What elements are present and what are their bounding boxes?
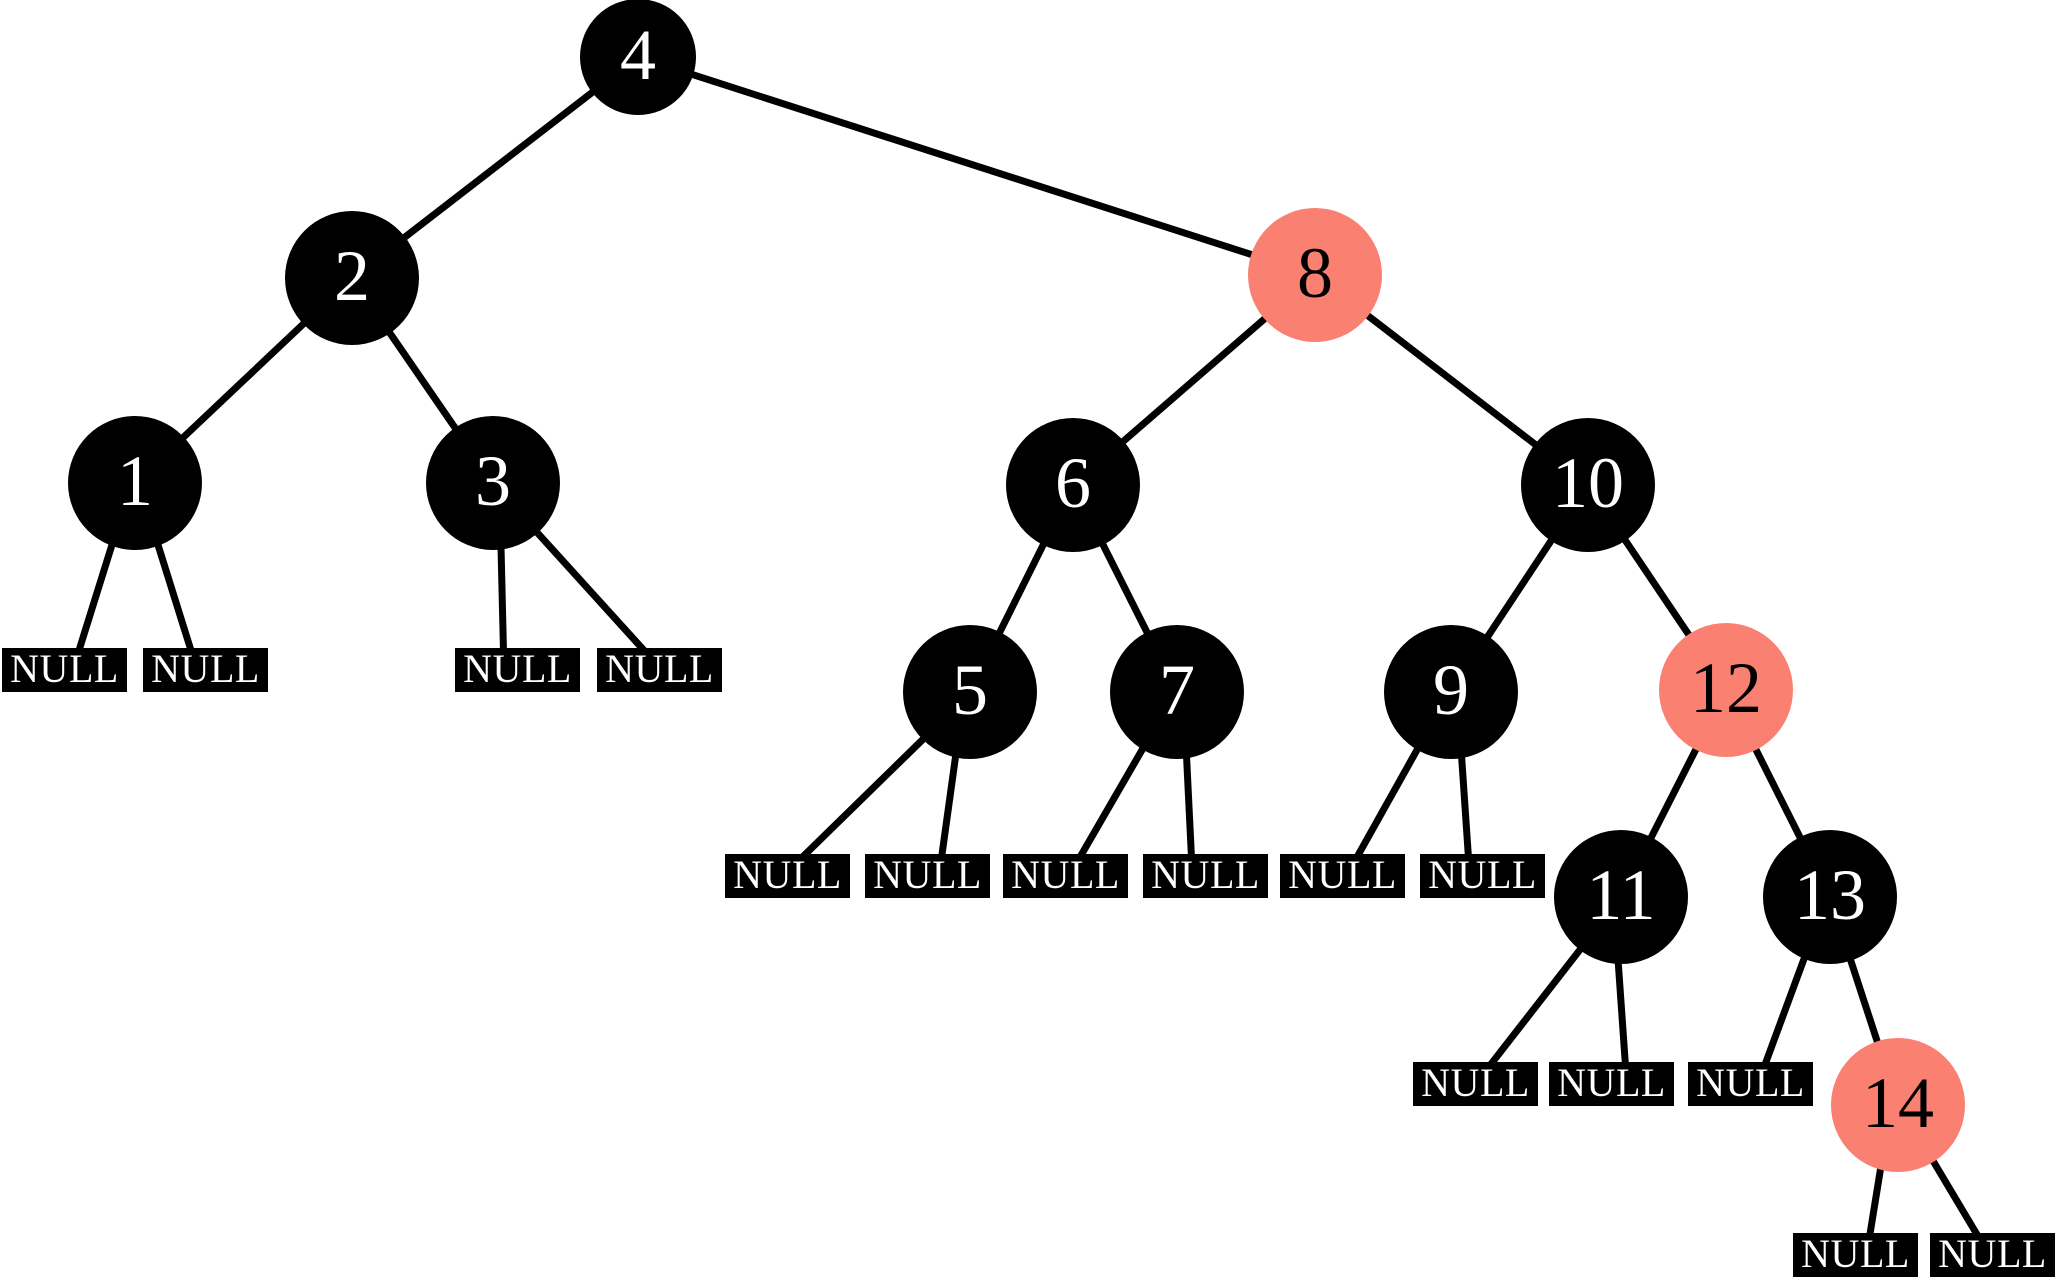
tree-node-1[interactable]: 1 xyxy=(68,416,202,550)
tree-node-label: 13 xyxy=(1794,855,1866,935)
tree-null-leaf: NULL xyxy=(143,648,268,692)
tree-node-12[interactable]: 12 xyxy=(1659,623,1793,757)
tree-edge-n5-b5 xyxy=(799,732,930,861)
tree-edge-n11-b12 xyxy=(1614,957,1629,1067)
tree-node-7[interactable]: 7 xyxy=(1110,625,1244,759)
tree-null-leaf-label: NULL xyxy=(1428,852,1537,897)
tree-null-leaf-label: NULL xyxy=(1696,1060,1805,1105)
tree-edge-n14-b15 xyxy=(1927,1154,1982,1239)
tree-node-2[interactable]: 2 xyxy=(285,211,419,345)
tree-null-leaf-label: NULL xyxy=(1151,852,1260,897)
tree-null-leaf-label: NULL xyxy=(1288,852,1397,897)
tree-null-leaf-label: NULL xyxy=(1557,1060,1666,1105)
tree-null-leaf-label: NULL xyxy=(1421,1060,1530,1105)
tree-null-leaf-label: NULL xyxy=(1938,1231,2047,1276)
tree-edge-n1-b1 xyxy=(75,539,117,654)
tree-edge-n3-b4 xyxy=(530,526,649,655)
tree-node-label: 1 xyxy=(117,441,153,521)
tree-node-label: 12 xyxy=(1690,648,1762,728)
tree-edge-n14-b14 xyxy=(1866,1163,1885,1238)
tree-null-leaf-label: NULL xyxy=(151,646,260,691)
tree-null-leaf: NULL xyxy=(597,648,722,692)
tree-null-leaf: NULL xyxy=(455,648,580,692)
tree-edge-n6-n7 xyxy=(1097,537,1153,640)
tree-null-leaf: NULL xyxy=(1413,1062,1538,1106)
tree-node-label: 11 xyxy=(1586,855,1656,935)
tree-null-leaf: NULL xyxy=(1003,854,1128,898)
tree-null-leaf-label: NULL xyxy=(605,646,714,691)
tree-edge-n7-b7 xyxy=(1076,742,1149,860)
tree-null-leaf: NULL xyxy=(2,648,127,692)
tree-null-leaf: NULL xyxy=(1930,1233,2055,1277)
tree-edge-n8-n10 xyxy=(1361,309,1542,451)
tree-node-11[interactable]: 11 xyxy=(1554,830,1688,964)
tree-node-label: 10 xyxy=(1552,443,1624,523)
tree-null-leaf: NULL xyxy=(1143,854,1268,898)
tree-edge-n13-b13 xyxy=(1761,951,1810,1068)
tree-edge-n6-n5 xyxy=(994,538,1049,639)
tree-node-3[interactable]: 3 xyxy=(426,416,560,550)
tree-null-leaf-label: NULL xyxy=(733,852,842,897)
tree-node-8[interactable]: 8 xyxy=(1248,208,1382,342)
tree-node-5[interactable]: 5 xyxy=(903,625,1037,759)
tree-node-label: 2 xyxy=(334,236,370,316)
tree-edge-n3-b3 xyxy=(497,543,507,653)
tree-edge-n10-n9 xyxy=(1481,533,1558,644)
tree-null-leaf-label: NULL xyxy=(1011,852,1120,897)
tree-null-leaf-label: NULL xyxy=(1801,1231,1910,1276)
tree-edge-n8-n6 xyxy=(1116,312,1272,448)
tree-edge-n9-b10 xyxy=(1457,751,1472,859)
tree-edge-n4-n2 xyxy=(398,86,599,244)
tree-node-label: 14 xyxy=(1862,1063,1934,1143)
tree-null-leaf: NULL xyxy=(865,854,990,898)
tree-edge-n12-n13 xyxy=(1750,742,1806,845)
tree-edge-n4-n8 xyxy=(686,69,1259,260)
tree-edge-n2-n1 xyxy=(176,317,311,444)
tree-node-label: 3 xyxy=(475,441,511,521)
tree-edge-n11-b11 xyxy=(1486,942,1587,1069)
tree-edge-n13-n14 xyxy=(1845,953,1883,1049)
tree-node-14[interactable]: 14 xyxy=(1831,1038,1965,1172)
tree-null-leaf: NULL xyxy=(1280,854,1405,898)
tree-edge-n1-b2 xyxy=(153,539,195,654)
tree-node-label: 5 xyxy=(952,650,988,730)
tree-node-13[interactable]: 13 xyxy=(1763,830,1897,964)
tree-node-4[interactable]: 4 xyxy=(580,0,696,115)
tree-edge-n9-b9 xyxy=(1353,742,1424,860)
tree-node-label: 8 xyxy=(1297,233,1333,313)
tree-null-leaf-label: NULL xyxy=(463,646,572,691)
tree-null-leaf: NULL xyxy=(1793,1233,1918,1277)
tree-node-label: 9 xyxy=(1433,650,1469,730)
tree-null-leaf-label: NULL xyxy=(873,852,982,897)
tree-null-leaf: NULL xyxy=(725,854,850,898)
tree-node-6[interactable]: 6 xyxy=(1006,418,1140,552)
tree-node-label: 7 xyxy=(1159,650,1195,730)
tree-edge-n10-n12 xyxy=(1619,533,1695,642)
tree-edge-n5-b6 xyxy=(938,750,960,859)
tree-null-leaf: NULL xyxy=(1549,1062,1674,1106)
tree-node-label: 6 xyxy=(1055,443,1091,523)
tree-edge-n2-n3 xyxy=(383,326,462,435)
tree-null-leaf: NULL xyxy=(1688,1062,1813,1106)
tree-null-leaf-label: NULL xyxy=(10,646,119,691)
tree-null-leaf: NULL xyxy=(1420,854,1545,898)
tree-edge-n12-n11 xyxy=(1645,742,1702,845)
tree-node-label: 4 xyxy=(620,15,656,95)
tree-node-9[interactable]: 9 xyxy=(1384,625,1518,759)
tree-node-10[interactable]: 10 xyxy=(1521,418,1655,552)
tree-edge-n7-b8 xyxy=(1182,752,1195,859)
